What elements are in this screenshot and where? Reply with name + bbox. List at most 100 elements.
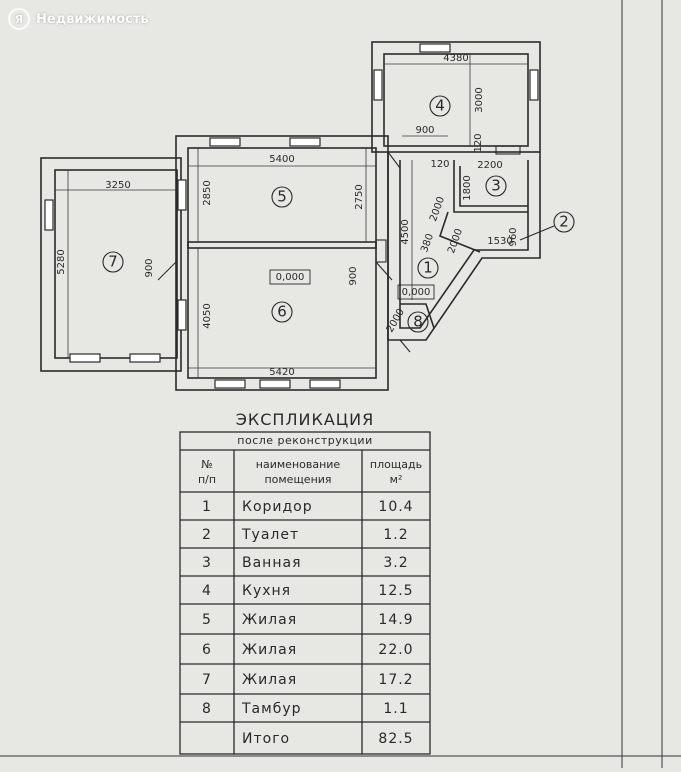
row-num: 1 [202,499,212,515]
row-num: 4 [202,583,212,599]
row-name: Тамбур [241,701,302,717]
room-circle-2 [553,211,575,233]
explication-rows: 1 Коридор 10.4 2 Туалет 1.2 3 Ванная 3.2… [202,499,413,747]
dimension-label: 3250 [105,180,130,191]
room-circle-6 [271,301,293,323]
window [309,379,341,389]
header-num-2: п/п [198,473,216,486]
dimension-label: 960 [508,227,519,246]
room-number: 7 [108,253,118,271]
window [69,353,101,363]
room-circle-1 [417,257,439,279]
dimension-label: 4500 [400,219,411,244]
row-area: 12.5 [378,583,413,599]
wall-partition-5-6 [187,241,377,249]
row-area: 1.1 [383,701,408,717]
dimension-labels: 4380 3000 900 120 120 2200 1800 5400 325… [56,53,519,378]
row-area: 3.2 [383,555,408,571]
window [289,137,321,147]
wall-inner-room-4 [383,53,529,147]
dimension-label: 900 [144,258,155,277]
table-row: 5 Жилая 14.9 [202,612,413,628]
total-label: Итого [242,731,290,747]
explication-subtitle: после реконструкции [237,434,372,447]
room-number: 8 [413,313,423,331]
room-label-circles [102,95,575,333]
row-area: 1.2 [383,527,408,543]
window [177,299,187,331]
window [44,199,54,231]
row-name: Жилая [242,612,297,628]
door-swing [399,339,411,353]
wall-inner-rooms-5-6 [187,147,377,379]
room-circle-8 [407,311,429,333]
area-box [269,269,311,285]
row-name: Коридор [242,499,313,515]
area-box [397,284,435,300]
door-swing [387,151,401,169]
dimension-label: 4380 [443,53,468,64]
dimension-label: 900 [348,266,359,285]
window [209,137,241,147]
dimension-lines [55,54,528,378]
row-num: 2 [202,527,212,543]
dimension-label: 380 [419,232,436,254]
window [529,69,539,101]
door-swing [157,261,177,281]
row-area: 22.0 [378,642,413,658]
explication-title: ЭКСПЛИКАЦИЯ [236,410,375,429]
table-row: 3 Ванная 3.2 [202,555,408,571]
stove [495,145,521,155]
window [129,353,161,363]
row-name: Туалет [241,527,299,543]
window [419,43,451,53]
window [177,179,187,211]
room-number: 3 [491,177,501,195]
row-num: 3 [202,555,212,571]
area-value: 0,000 [402,287,431,298]
wall-outer-corridor [387,152,541,341]
area-value: 0,000 [276,272,305,283]
wall-vestibule-8 [400,303,435,329]
row-area: 10.4 [378,499,413,515]
dimension-label: 2750 [354,184,365,209]
room-circle-5 [271,186,293,208]
header-name: наименование [256,458,341,471]
room-circle-4 [429,95,451,117]
window [214,379,246,389]
dimension-label: 900 [415,125,434,136]
table-row: 4 Кухня 12.5 [202,583,413,599]
wall-outer-rooms-5-6 [175,135,389,391]
dimension-label: 120 [430,159,449,170]
total-area: 82.5 [378,731,413,747]
wall-outer-room-4 [371,41,541,153]
room-circle-7 [102,251,124,273]
table-row: 2 Туалет 1.2 [202,527,408,543]
dimension-label: 4050 [202,303,213,328]
wall-outer-room-7 [40,157,182,372]
windows [44,43,539,389]
explication-header: № п/п наименование помещения площадь м² [198,458,422,486]
header-name-2: помещения [264,473,331,486]
doors [157,145,521,353]
window [259,379,291,389]
dimension-label: 5400 [269,154,294,165]
dimension-label: 1800 [462,175,473,200]
table-row-total: Итого 82.5 [242,731,413,747]
watermark-text: Недвижимость [36,11,149,27]
header-area-2: м² [390,473,403,486]
dimension-label: 3000 [474,87,485,112]
dimension-label: 2850 [202,180,213,205]
row-name: Кухня [242,583,291,599]
header-area: площадь [370,458,422,471]
dimension-label: 5280 [56,249,67,274]
explication-table-grid [179,431,431,755]
room-number: 1 [423,259,433,277]
row-num: 8 [202,701,212,717]
wall-inner-room-7 [54,169,178,359]
yandex-logo-icon: Я [8,8,30,30]
dimension-label: 120 [473,133,484,152]
wall-bathroom-3-inner [459,166,528,207]
